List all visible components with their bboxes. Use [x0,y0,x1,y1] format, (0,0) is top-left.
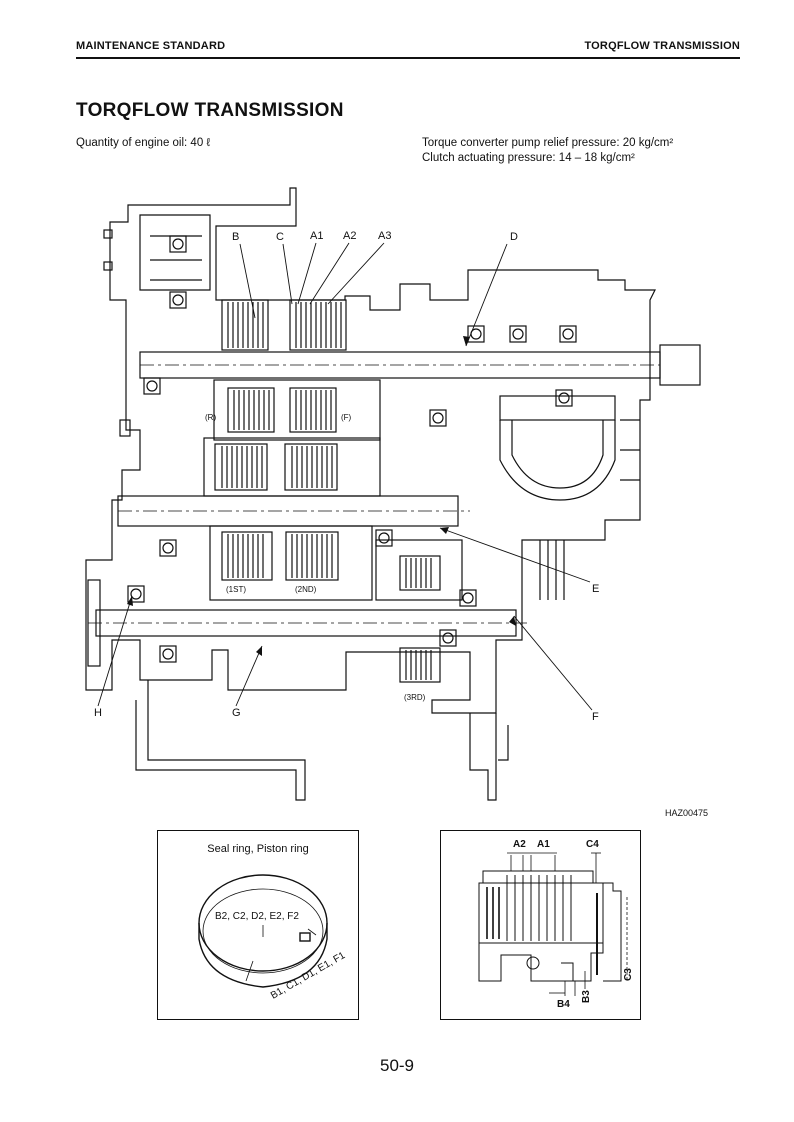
label-reverse: (R) [205,413,216,422]
spec-clutch-pressure: Clutch actuating pressure: 14 – 18 kg/cm… [422,152,635,164]
gear-labels: (R) (F) (1ST) (2ND) (3RD) [205,413,426,702]
callout-c: C [276,231,284,243]
seal-ring-title: Seal ring, Piston ring [207,843,309,855]
torque-converter [499,395,616,600]
spec-engine-oil: Quantity of engine oil: 40 ℓ [76,137,211,149]
callout-g: G [232,707,241,719]
dim-c3: C3 [623,968,634,981]
label-third: (3RD) [404,693,426,702]
dim-c4: C4 [586,839,599,850]
label-first: (1ST) [226,585,246,594]
callout-b: B [232,231,239,243]
leader-lines [97,242,593,711]
clutch-dimension-drawing: A2 A1 C4 C3 B3 B4 [478,839,634,1010]
dim-a1: A1 [537,839,550,850]
callout-d: D [510,231,518,243]
callout-a3: A3 [378,230,391,242]
figure-reference: HAZ00475 [665,808,709,818]
dim-b3: B3 [581,990,592,1003]
callout-arrowheads [127,336,516,656]
housing-outline [85,187,656,801]
seal-ring-inner-label: B2, C2, D2, E2, F2 [215,911,299,922]
header-rule [76,57,740,59]
clutch-dimension-detail: A2 A1 C4 C3 B3 B4 [440,830,641,1020]
seal-ring-detail: Seal ring, Piston ring B2, C2, D2, E2, F… [157,830,359,1020]
callout-e: E [592,583,599,595]
callout-a1: A1 [310,230,323,242]
spec-relief-pressure: Torque converter pump relief pressure: 2… [422,137,674,149]
page-number: 50-9 [379,1056,415,1075]
label-second: (2ND) [295,585,317,594]
clutch-packs [203,299,463,683]
callout-a2: A2 [343,230,356,242]
dim-a2: A2 [513,839,526,850]
callout-f: F [592,711,599,723]
callout-h: H [94,707,102,719]
dim-b4: B4 [557,999,570,1010]
seal-ring-drawing: B2, C2, D2, E2, F2 B1, C1, D1, E1, F1 [198,874,348,1002]
header-left: MAINTENANCE STANDARD [76,40,226,52]
bearings [103,229,577,663]
transmission-cross-section: B C A1 A2 A3 D E F G H (R) (F) (1ST) (2N… [85,187,701,801]
shafts [87,344,701,667]
page-title: TORQFLOW TRANSMISSION [76,100,344,121]
callout-labels: B C A1 A2 A3 D E F G H [94,230,599,723]
header-right: TORQFLOW TRANSMISSION [584,40,740,52]
label-forward: (F) [341,413,352,422]
spec-pressures: Torque converter pump relief pressure: 2… [422,136,673,166]
